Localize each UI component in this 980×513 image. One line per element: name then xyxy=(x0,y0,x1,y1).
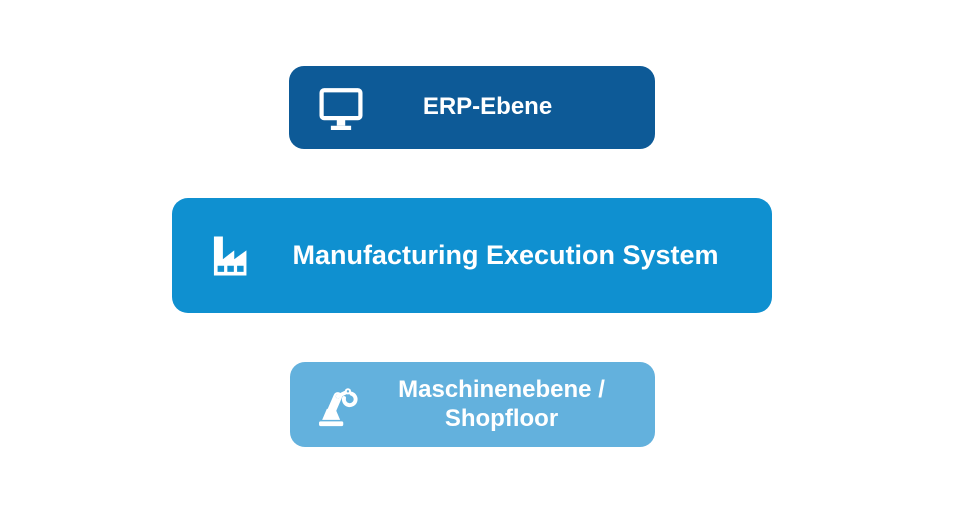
monitor-icon xyxy=(314,81,368,135)
level-erp: ERP-Ebene xyxy=(289,66,655,149)
level-shopfloor: Maschinenebene / Shopfloor xyxy=(290,362,655,447)
factory-icon xyxy=(205,230,257,282)
level-mes: Manufacturing Execution System xyxy=(172,198,772,313)
level-shopfloor-label: Maschinenebene / Shopfloor xyxy=(398,376,605,432)
level-erp-label: ERP-Ebene xyxy=(422,93,553,121)
level-mes-label: Manufacturing Execution System xyxy=(292,239,719,270)
robot-arm-icon xyxy=(312,380,362,430)
